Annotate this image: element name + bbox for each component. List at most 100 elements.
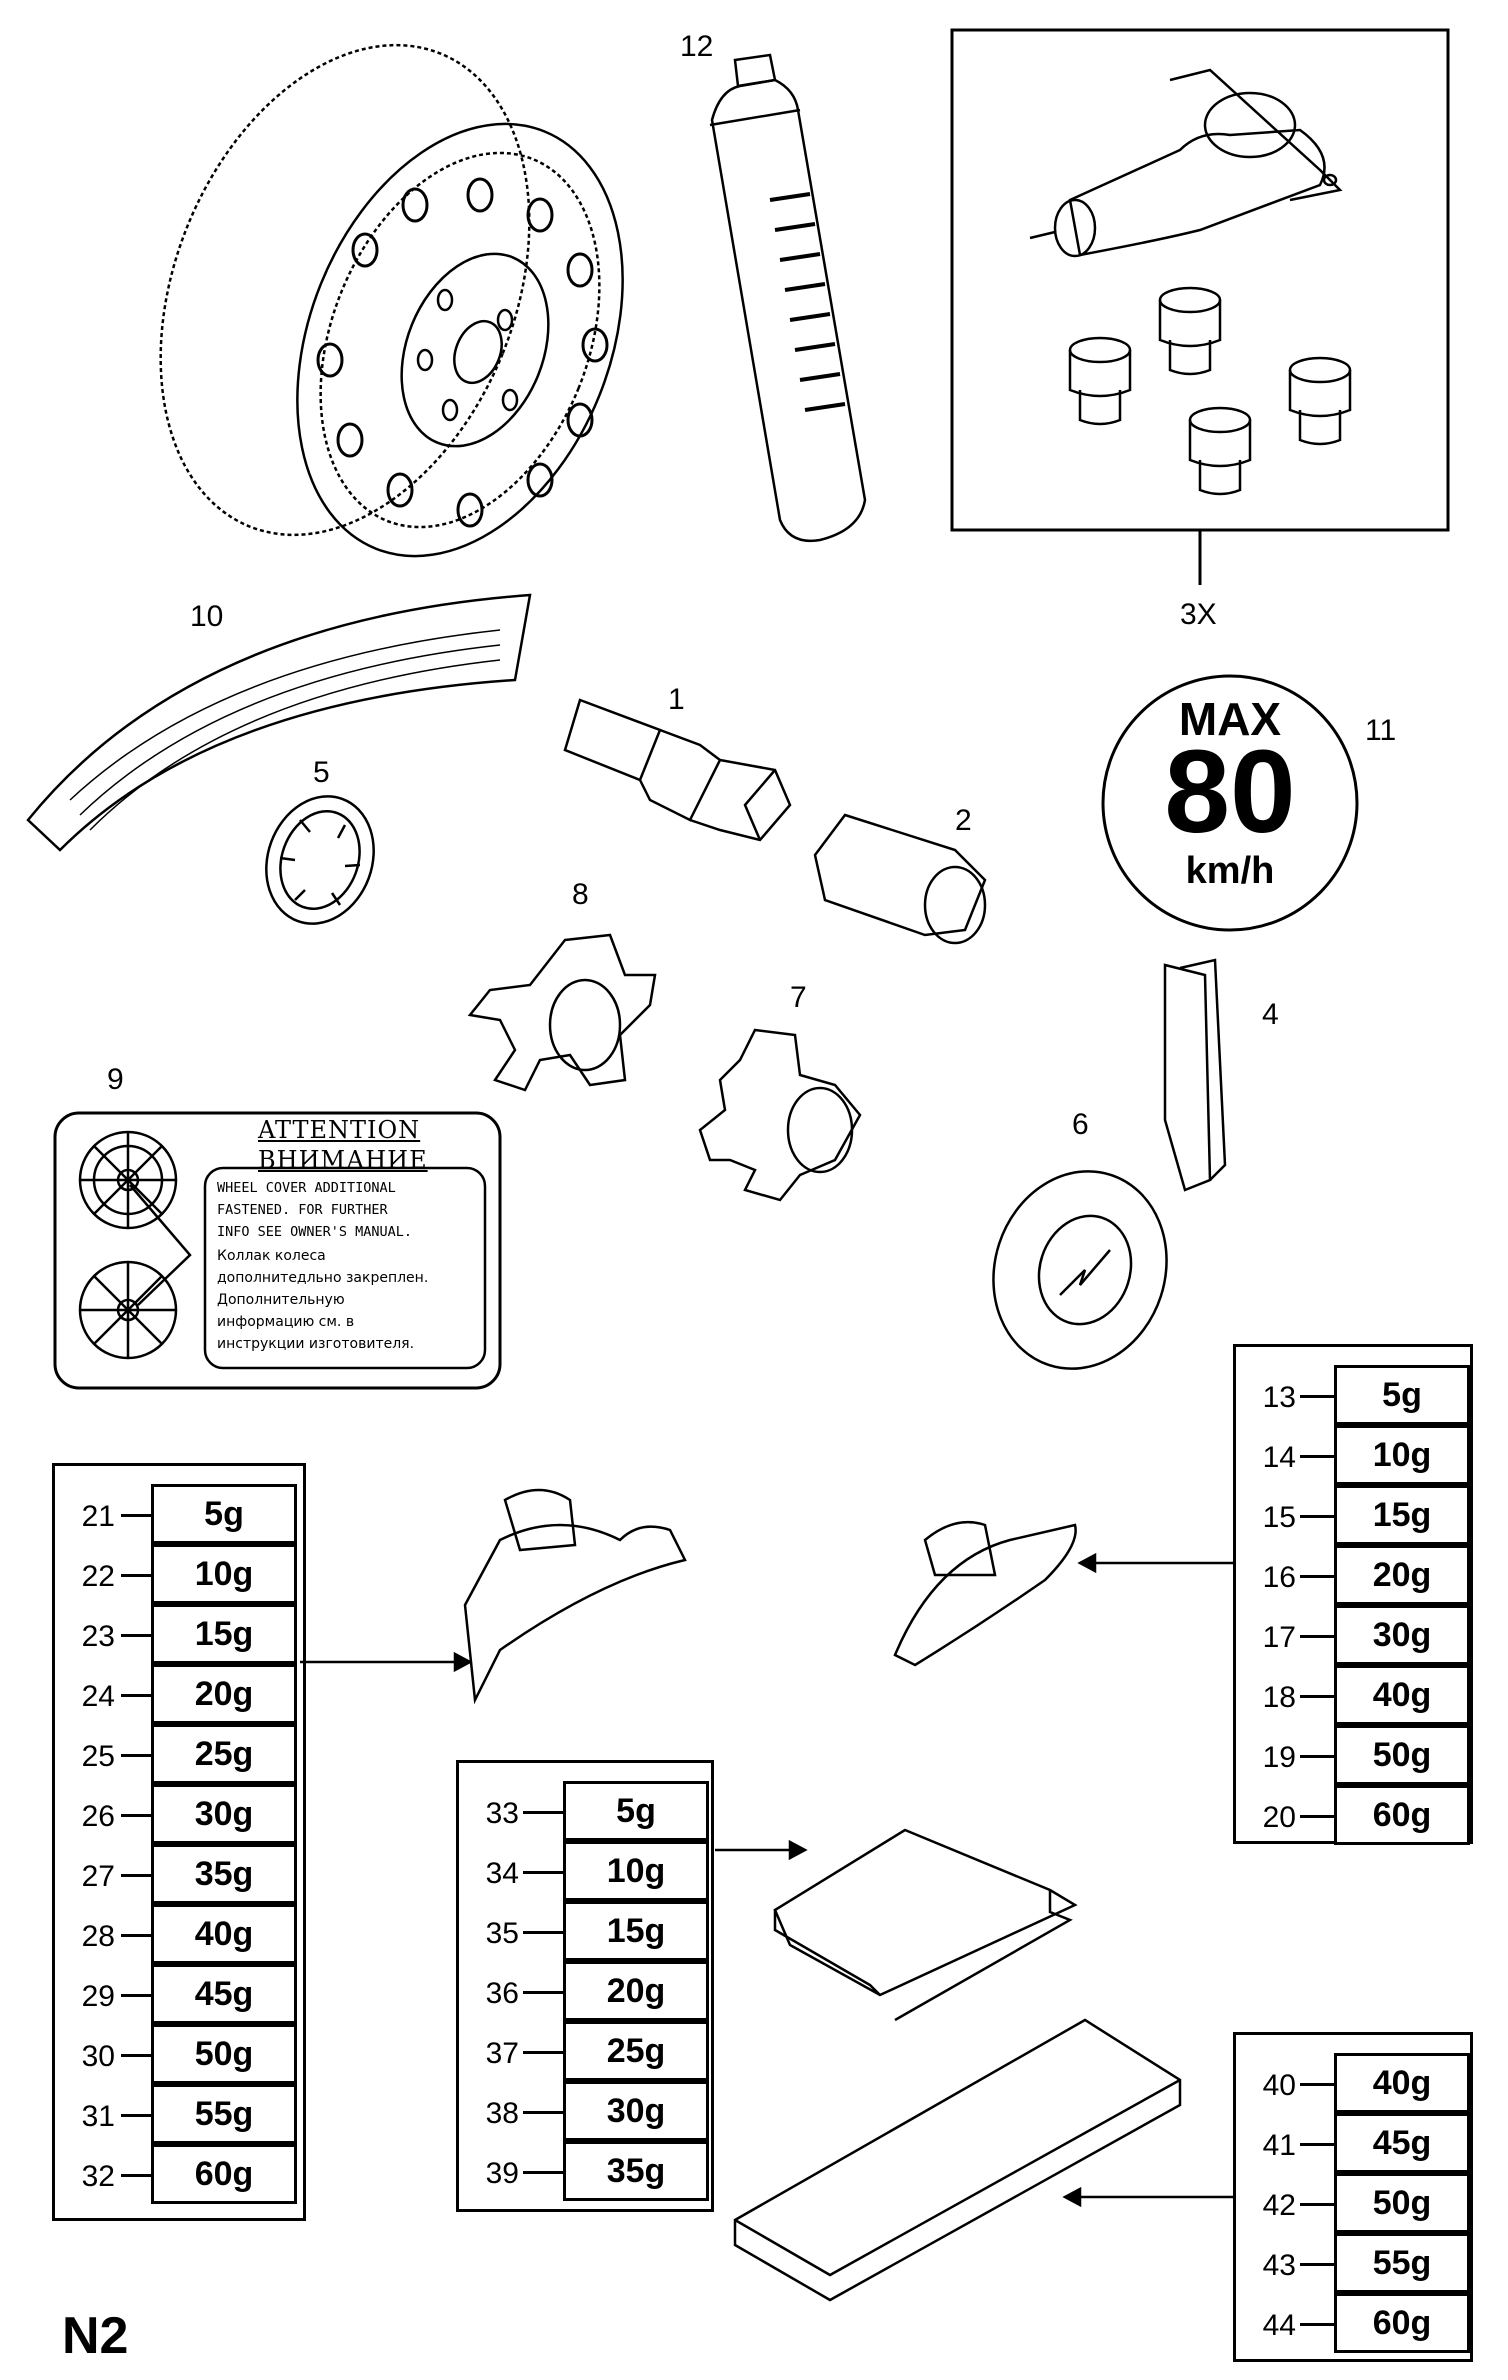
callout-11: 11 bbox=[1365, 714, 1397, 747]
weight-value-cell: 60g bbox=[1334, 1785, 1470, 1845]
wheel-lock-kit bbox=[950, 28, 1450, 585]
weight-value-cell: 10g bbox=[1334, 1425, 1470, 1485]
weight-part-number: 13 bbox=[1262, 1381, 1296, 1414]
adhesive-weight-small bbox=[773, 1828, 1078, 2022]
weight-part-number: 32 bbox=[81, 2160, 115, 2193]
weight-part-number: 25 bbox=[81, 1740, 115, 1773]
weight-part-number: 36 bbox=[485, 1977, 519, 2010]
weight-leader-tick bbox=[523, 1811, 563, 1814]
weight-part-number: 16 bbox=[1262, 1561, 1296, 1594]
attention-title-ru: ВНИМАНИЕ bbox=[258, 1146, 428, 1174]
weight-value-cell: 15g bbox=[563, 1901, 709, 1961]
weight-value-cell: 60g bbox=[151, 2144, 297, 2204]
grease-tube bbox=[709, 53, 867, 543]
callout-9: 9 bbox=[107, 1063, 124, 1096]
weight-row: 36 20g bbox=[459, 1955, 711, 2021]
attention-line-4: Коллак колеса bbox=[217, 1248, 326, 1264]
weight-row: 14 10g bbox=[1236, 1419, 1470, 1485]
weight-part-number: 19 bbox=[1262, 1741, 1296, 1774]
weight-row: 13 5g bbox=[1236, 1359, 1470, 1425]
hub-adapter-7 bbox=[698, 1028, 862, 1202]
weight-part-number: 17 bbox=[1262, 1621, 1296, 1654]
weight-row: 32 60g bbox=[55, 2138, 303, 2204]
callout-5: 5 bbox=[313, 756, 330, 789]
weight-part-number: 26 bbox=[81, 1800, 115, 1833]
wheel-bolt bbox=[563, 698, 792, 842]
weight-leader-tick bbox=[523, 2051, 563, 2054]
weight-value-cell: 55g bbox=[1334, 2233, 1470, 2293]
clip-on-weight-left bbox=[463, 1488, 687, 1705]
weight-value-cell: 30g bbox=[563, 2081, 709, 2141]
callout-2: 2 bbox=[955, 804, 972, 837]
weight-leader-tick bbox=[1300, 1395, 1334, 1398]
attention-text-box: WHEEL COVER ADDITIONAL FASTENED. FOR FUR… bbox=[205, 1172, 485, 1367]
attention-title-en: ATTENTION bbox=[258, 1116, 421, 1144]
weight-part-number: 37 bbox=[485, 2037, 519, 2070]
weight-value-cell: 55g bbox=[151, 2084, 297, 2144]
socket-adapter bbox=[813, 813, 987, 945]
weight-row: 17 30g bbox=[1236, 1599, 1470, 1665]
weight-value-cell: 30g bbox=[1334, 1605, 1470, 1665]
weight-value-cell: 40g bbox=[1334, 2053, 1470, 2113]
weight-value-cell: 35g bbox=[151, 1844, 297, 1904]
weight-part-number: 44 bbox=[1262, 2309, 1296, 2342]
weight-leader-tick bbox=[523, 2111, 563, 2114]
adhesive-weight-large bbox=[733, 2018, 1182, 2302]
callout-12: 12 bbox=[680, 30, 714, 63]
weight-part-number: 21 bbox=[81, 1500, 115, 1533]
weight-value-cell: 10g bbox=[563, 1841, 709, 1901]
weight-value-cell: 45g bbox=[1334, 2113, 1470, 2173]
weight-leader-tick bbox=[121, 1634, 151, 1637]
speed-limit-sign: MAX 80 km/h bbox=[1103, 676, 1357, 930]
weight-row: 41 45g bbox=[1236, 2107, 1470, 2173]
weight-value-cell: 30g bbox=[151, 1784, 297, 1844]
callout-8: 8 bbox=[572, 878, 589, 911]
weight-part-number: 28 bbox=[81, 1920, 115, 1953]
weight-value-cell: 25g bbox=[563, 2021, 709, 2081]
weight-part-number: 23 bbox=[81, 1620, 115, 1653]
speed-sign-value: 80 bbox=[1164, 726, 1296, 858]
weight-part-number: 20 bbox=[1262, 1801, 1296, 1834]
weight-leader-tick bbox=[121, 1874, 151, 1877]
weight-part-number: 29 bbox=[81, 1980, 115, 2013]
weight-value-cell: 20g bbox=[563, 1961, 709, 2021]
attention-label-border bbox=[53, 1111, 502, 1390]
speed-sign-unit: km/h bbox=[1185, 850, 1275, 892]
weight-part-number: 14 bbox=[1262, 1441, 1296, 1474]
balance-weight-block bbox=[1163, 958, 1227, 1192]
warning-sticker bbox=[26, 593, 532, 852]
weight-leader-tick bbox=[1300, 1815, 1334, 1818]
weight-part-number: 41 bbox=[1262, 2129, 1296, 2162]
leader-arrows bbox=[300, 1552, 1235, 2208]
weight-value-cell: 40g bbox=[1334, 1665, 1470, 1725]
hub-adapter-8 bbox=[467, 933, 657, 1092]
weight-part-number: 42 bbox=[1262, 2189, 1296, 2222]
weight-leader-tick bbox=[121, 1814, 151, 1817]
weight-value-cell: 5g bbox=[1334, 1365, 1470, 1425]
attention-line-5: дополнитедльно закреплен. bbox=[217, 1270, 429, 1286]
speed-sign-max: MAX bbox=[1178, 693, 1282, 745]
weight-leader-tick bbox=[1300, 1695, 1334, 1698]
weight-row: 20 60g bbox=[1236, 1779, 1470, 1845]
weight-leader-tick bbox=[1300, 1515, 1334, 1518]
wheel-cover-graphics bbox=[78, 1130, 487, 1370]
